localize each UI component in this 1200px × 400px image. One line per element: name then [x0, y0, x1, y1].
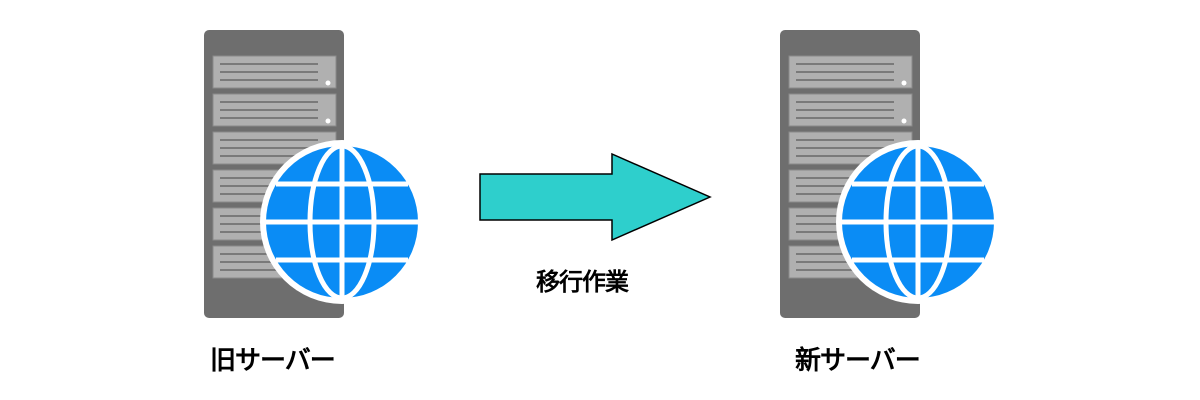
- new-server-label: 新サーバー: [795, 346, 921, 376]
- globe-icon: [260, 140, 424, 304]
- server-rack-icon: [780, 30, 920, 318]
- old-server-label: 旧サーバー: [210, 346, 336, 376]
- right-arrow-icon: [479, 152, 712, 242]
- globe-icon: [836, 140, 1000, 304]
- new-server: [776, 30, 1006, 320]
- old-server: [200, 30, 430, 320]
- transition-label: 移行作業: [536, 268, 629, 296]
